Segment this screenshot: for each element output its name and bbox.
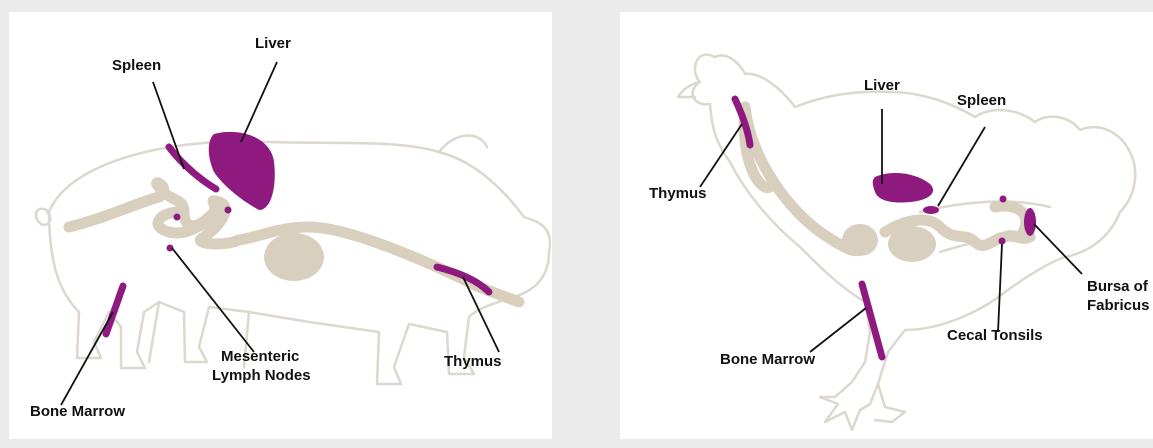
leader-thymus bbox=[700, 124, 742, 187]
label-liver: Liver bbox=[255, 35, 291, 52]
label-spleen: Spleen bbox=[112, 57, 161, 74]
label-bone-marrow: Bone Marrow bbox=[30, 403, 125, 420]
label-mesenteric-2: Lymph Nodes bbox=[212, 367, 311, 384]
leader-spleen bbox=[153, 82, 184, 169]
leader-spleen bbox=[938, 127, 985, 206]
label-cecal-tonsils: Cecal Tonsils bbox=[947, 327, 1043, 344]
chicken-bursa bbox=[1024, 208, 1036, 236]
label-bursa-2: Fabricus bbox=[1087, 297, 1150, 314]
pig-stomach bbox=[264, 233, 324, 281]
pig-ear bbox=[439, 136, 487, 152]
chicken-spleen bbox=[923, 206, 939, 214]
label-thymus: Thymus bbox=[649, 185, 707, 202]
leader-bone-marrow bbox=[810, 308, 866, 352]
label-thymus: Thymus bbox=[444, 353, 502, 370]
leader-bursa bbox=[1034, 224, 1082, 274]
leader-liver bbox=[241, 62, 277, 142]
pig-lymph-node bbox=[174, 214, 181, 221]
label-bone-marrow: Bone Marrow bbox=[720, 351, 815, 368]
pig-intestines bbox=[69, 183, 239, 244]
leader-cecal-tonsils bbox=[998, 244, 1002, 332]
label-mesenteric-1: Mesenteric bbox=[221, 348, 299, 365]
chicken-crop bbox=[842, 224, 878, 256]
leader-bone-marrow bbox=[61, 312, 113, 405]
label-liver: Liver bbox=[864, 77, 900, 94]
chicken-cecal-tonsil bbox=[999, 238, 1006, 245]
pig-lymph-node bbox=[225, 207, 232, 214]
pig-diagram-panel: Spleen Liver Mesenteric Lymph Nodes Thym… bbox=[9, 12, 552, 439]
label-spleen: Spleen bbox=[957, 92, 1006, 109]
chicken-bone-marrow bbox=[862, 284, 882, 357]
label-bursa-1: Bursa of bbox=[1087, 278, 1148, 295]
chicken-diagram-panel: Liver Spleen Thymus Bursa of Fabricus Ce… bbox=[620, 12, 1153, 439]
chicken-cecal-tonsil bbox=[1000, 196, 1007, 203]
